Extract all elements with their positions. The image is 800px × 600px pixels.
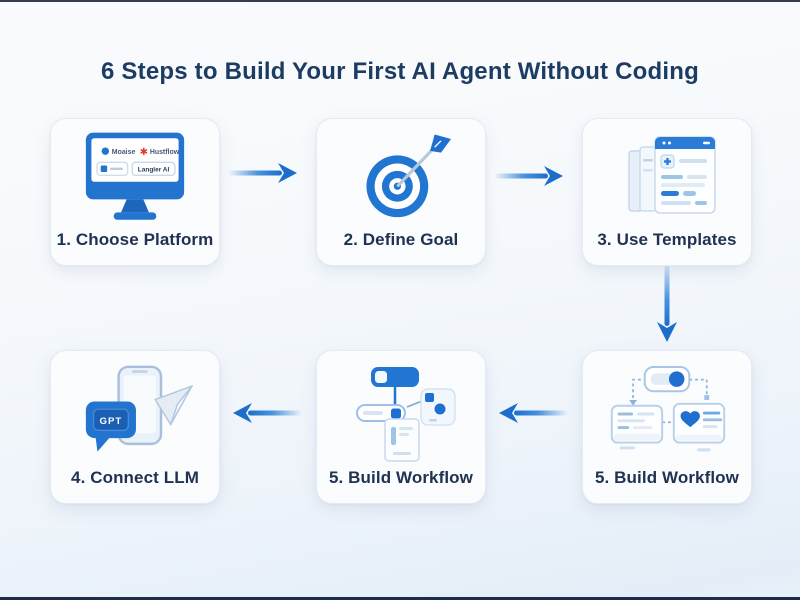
arrow-step1-to-step2 (228, 163, 297, 183)
page-title: 6 Steps to Build Your First AI Agent Wit… (101, 58, 699, 86)
target-with-dart-icon (317, 119, 485, 230)
step-card-5: 5. Build Workflow (316, 350, 486, 504)
workflow-chat-cards-icon (583, 351, 751, 468)
step-card-4: GPT 4. Connect LLM (50, 350, 220, 504)
step-label: 1. Choose Platform (56, 230, 214, 249)
bottom-edge-line (0, 597, 800, 600)
platform-logo1-label: Moaise (112, 148, 136, 155)
step-label: 3. Use Templates (597, 230, 737, 249)
platform-logo2-label: Hustflow (150, 148, 180, 155)
step-label: 4. Connect LLM (71, 468, 199, 487)
arrow-step2-to-step3 (494, 166, 563, 186)
step-card-6: 5. Build Workflow (582, 350, 752, 504)
top-edge-line (0, 0, 800, 2)
phone-gpt-bubble-paper-plane-icon: GPT (51, 351, 219, 468)
template-documents-icon (583, 119, 751, 230)
gpt-badge-label: GPT (100, 416, 123, 427)
step-card-3: 3. Use Templates (582, 118, 752, 266)
arrow-step5-to-step4 (233, 403, 302, 423)
platform-logo4-label: Langler AI (138, 166, 170, 173)
workflow-node-diagram-icon (317, 351, 485, 468)
step-card-1: Moaise ✱ Hustflow Langler AI 1. Choose P… (50, 118, 220, 266)
step-label: 2. Define Goal (343, 230, 459, 249)
arrow-step6-to-step5 (499, 403, 568, 423)
step-label: 5. Build Workflow (594, 468, 739, 487)
step-card-2: 2. Define Goal (316, 118, 486, 266)
platform-logo2-mark: ✱ (140, 146, 149, 157)
step-label: 5. Build Workflow (328, 468, 473, 487)
arrow-step3-to-step6 (657, 266, 677, 342)
monitor-with-platform-logos-icon: Moaise ✱ Hustflow Langler AI (51, 119, 219, 230)
